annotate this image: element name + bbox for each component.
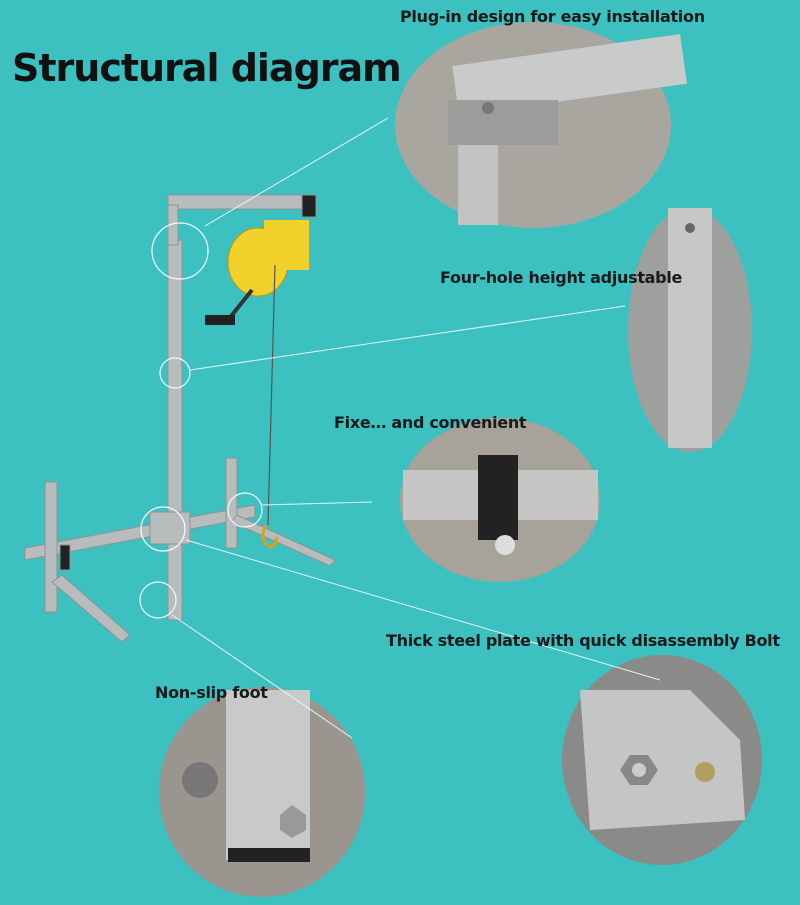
page-title: Structural diagram	[12, 46, 402, 90]
callout-label-height-adjustable: Four-hole height adjustable	[440, 268, 683, 287]
detail-photo-fixed	[400, 418, 600, 582]
detail-photo-foot	[159, 687, 365, 897]
callout-label-non-slip-foot: Non-slip foot	[155, 683, 268, 702]
crane-frame	[24, 194, 336, 643]
callout-label-fixed: Fixe… and convenient	[334, 413, 527, 432]
detail-photo-steel-plate	[562, 655, 762, 865]
callout-label-plug-in: Plug-in design for easy installation	[400, 7, 705, 26]
callout-label-steel-plate: Thick steel plate with quick disassembly…	[386, 631, 780, 650]
detail-photo-height-holes	[628, 208, 752, 452]
callout-circles	[139, 222, 263, 619]
detail-photo-plug-in	[395, 22, 688, 228]
winch-icon	[205, 220, 309, 549]
callout-lines	[171, 117, 661, 739]
